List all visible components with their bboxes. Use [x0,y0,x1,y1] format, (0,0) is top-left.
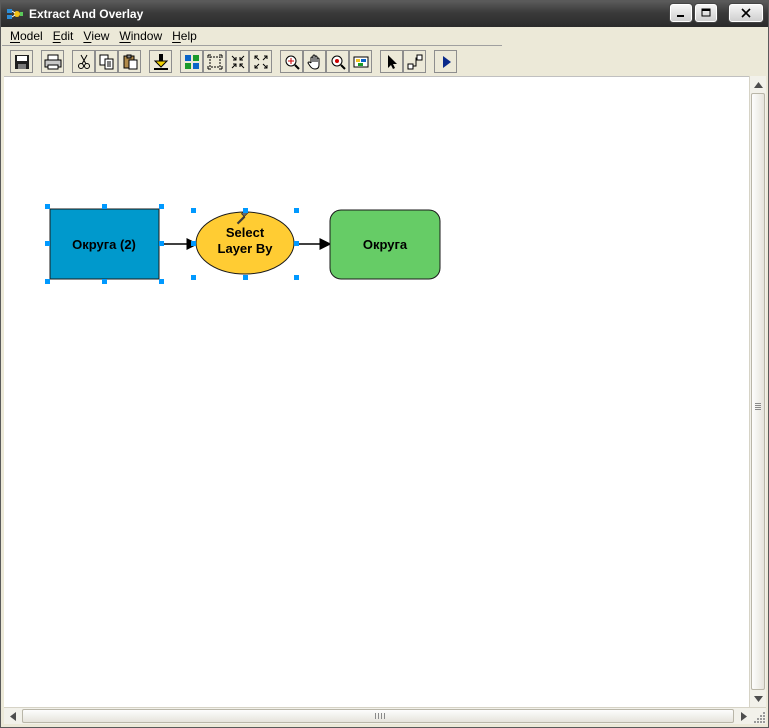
print-icon [44,54,61,69]
resize-grip[interactable] [752,709,766,724]
paste-button[interactable] [118,50,141,73]
arrow-left-icon [9,712,16,721]
print-button[interactable] [41,50,64,73]
zoom-in-fixed-button[interactable] [226,50,249,73]
horizontal-grip [375,713,385,719]
input-node-selection-handles [45,204,164,284]
menu-window-label: indow [130,29,163,43]
menu-help[interactable]: Help [167,29,202,43]
zoom-selection-icon [331,55,346,70]
tool-node-selection-handles [191,208,299,280]
menu-edit[interactable]: Edit [48,29,79,43]
add-data-button[interactable] [149,50,172,73]
title-bar[interactable]: Extract And Overlay [1,1,768,27]
save-button[interactable] [10,50,33,73]
scroll-up-button[interactable] [750,76,767,93]
pan-hand-icon [306,53,319,70]
model-canvas[interactable]: Округа (2) Select Layer By [4,76,749,707]
window-title: Extract And Overlay [29,7,144,21]
auto-layout-icon [184,54,199,69]
overview-icon [353,56,368,67]
copy-icon [99,54,113,69]
menu-bar: Model Edit View Window Help [2,27,502,46]
pan-button[interactable] [303,50,326,73]
overview-button[interactable] [349,50,372,73]
menu-view-label: iew [91,29,110,43]
vertical-scrollbar[interactable] [749,76,766,707]
output-node-label: Округа [363,237,408,252]
output-data-node[interactable]: Округа [329,209,441,280]
cut-button[interactable] [72,50,95,73]
arrow-right-icon [740,712,747,721]
minimize-button[interactable] [670,4,692,22]
scissors-icon [77,54,90,69]
add-data-icon [153,53,168,70]
menu-view[interactable]: View [78,29,114,43]
scroll-down-button[interactable] [750,690,767,707]
input-data-node[interactable]: Округа (2) [49,208,160,280]
minimize-icon [677,15,684,17]
menu-model-label: odel [20,29,43,43]
tool-node-label-line1: Select [226,225,265,240]
scroll-left-button[interactable] [4,708,21,725]
horizontal-scroll-thumb[interactable] [22,709,734,723]
toolbar [2,48,768,76]
zoom-out-fixed-icon [254,55,267,68]
save-icon [14,54,29,69]
full-extent-icon [207,54,222,69]
connect-icon [407,54,422,69]
zoom-in-fixed-icon [231,55,244,68]
menu-model[interactable]: Model [5,29,48,43]
vertical-grip [755,403,761,410]
resize-grip-icon [754,712,765,723]
menu-window-mnemonic: W [119,29,131,43]
menu-edit-label: dit [60,29,74,43]
close-icon [741,8,751,18]
run-play-icon [442,55,451,68]
menu-view-mnemonic: V [83,29,92,43]
menu-help-label: elp [180,29,197,43]
maximize-icon [701,8,711,17]
copy-button[interactable] [95,50,118,73]
run-button[interactable] [434,50,457,73]
vertical-scroll-thumb[interactable] [751,93,765,690]
menu-edit-mnemonic: E [52,29,61,43]
arrow-up-icon [754,81,763,88]
output-node-shape [329,209,441,280]
close-button[interactable] [729,4,763,22]
connect-button[interactable] [403,50,426,73]
paste-icon [123,54,137,69]
tool-node-select-layer-by[interactable]: Select Layer By [195,209,295,275]
menu-model-mnemonic: M [10,29,20,43]
cursor-arrow-icon [387,54,397,69]
menu-window[interactable]: Window [114,29,167,43]
zoom-in-icon [285,55,300,70]
model-builder-app-icon [7,9,23,19]
arrow-down-icon [754,695,763,702]
maximize-button[interactable] [695,4,717,22]
full-extent-button[interactable] [203,50,226,73]
zoom-out-fixed-button[interactable] [249,50,272,73]
select-tool-button[interactable] [380,50,403,73]
tool-node-label-line2: Layer By [218,241,274,256]
zoom-in-button[interactable] [280,50,303,73]
zoom-to-selection-button[interactable] [326,50,349,73]
scroll-right-button[interactable] [735,708,752,725]
input-node-label: Округа (2) [72,237,136,252]
menu-help-mnemonic: H [172,29,181,43]
model-diagram: Округа (2) Select Layer By [45,204,441,284]
auto-layout-button[interactable] [180,50,203,73]
horizontal-scrollbar[interactable] [4,707,766,724]
